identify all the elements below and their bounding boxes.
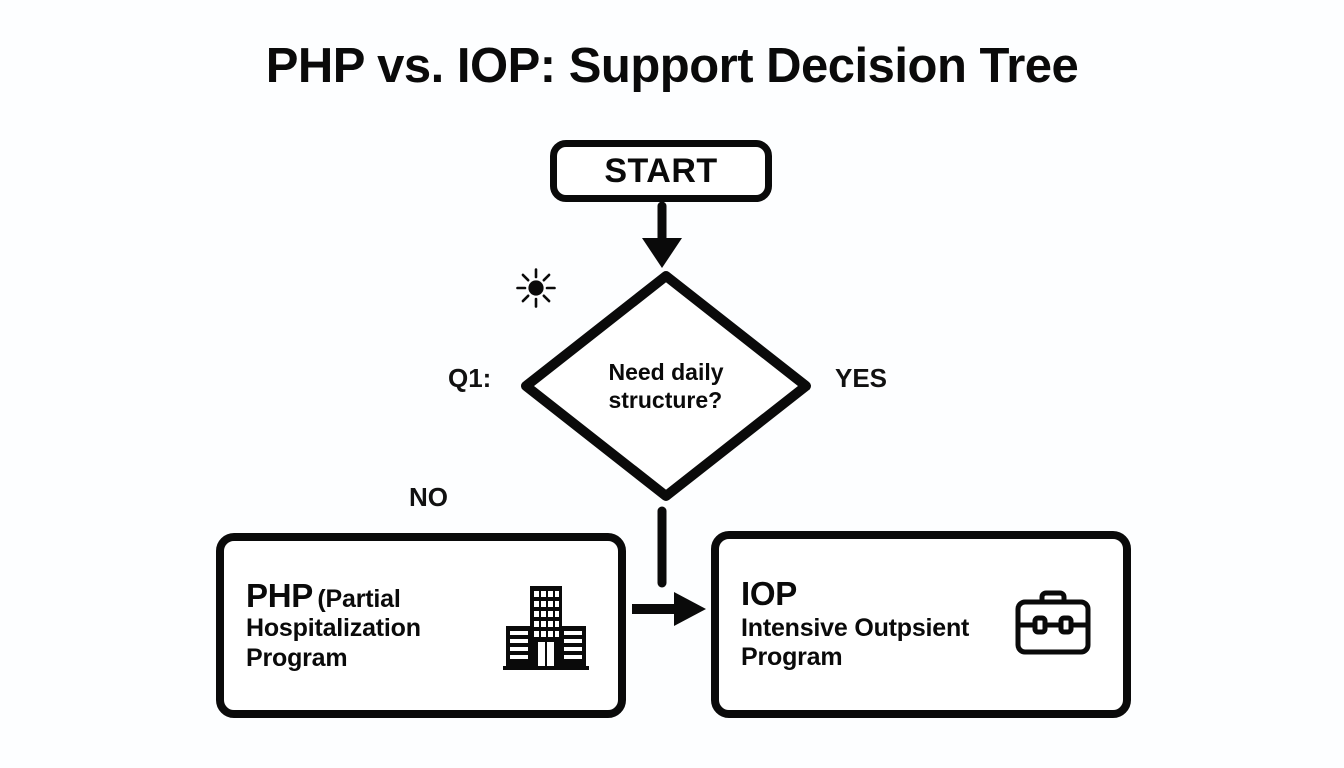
node-decision[interactable]: Need daily structure? bbox=[516, 266, 816, 506]
connector-decision-to-iop-line bbox=[657, 506, 667, 588]
php-subtitle: (Partial Hospitalization Program bbox=[246, 584, 421, 672]
node-start[interactable]: START bbox=[550, 140, 772, 202]
connector-start-to-decision-arrow-icon bbox=[642, 201, 682, 268]
diamond-shape-icon bbox=[521, 271, 811, 501]
hospital-building-icon bbox=[503, 585, 589, 670]
decision-question-number-label: Q1: bbox=[448, 363, 492, 393]
iop-subtitle: Intensive Outpsient Program bbox=[741, 613, 970, 672]
branch-label-no: NO bbox=[409, 482, 448, 512]
page-title: PHP vs. IOP: Support Decision Tree bbox=[265, 39, 1079, 93]
node-iop[interactable]: IOP Intensive Outpsient Program bbox=[711, 531, 1131, 718]
node-php[interactable]: PHP (Partial Hospitalization Program bbox=[216, 533, 626, 718]
iop-title: IOP bbox=[741, 575, 797, 613]
sun-icon bbox=[516, 268, 556, 308]
decision-question-text: Need daily structure? bbox=[608, 358, 724, 413]
start-label: START bbox=[604, 151, 718, 190]
iop-text-block: IOP Intensive Outpsient Program bbox=[741, 575, 1011, 673]
branch-label-yes: YES bbox=[835, 363, 888, 393]
briefcase-icon bbox=[1015, 590, 1091, 654]
php-title: PHP bbox=[246, 576, 313, 614]
php-text-block: PHP (Partial Hospitalization Program bbox=[246, 576, 500, 674]
connector-php-to-iop-arrow-icon bbox=[632, 592, 706, 626]
